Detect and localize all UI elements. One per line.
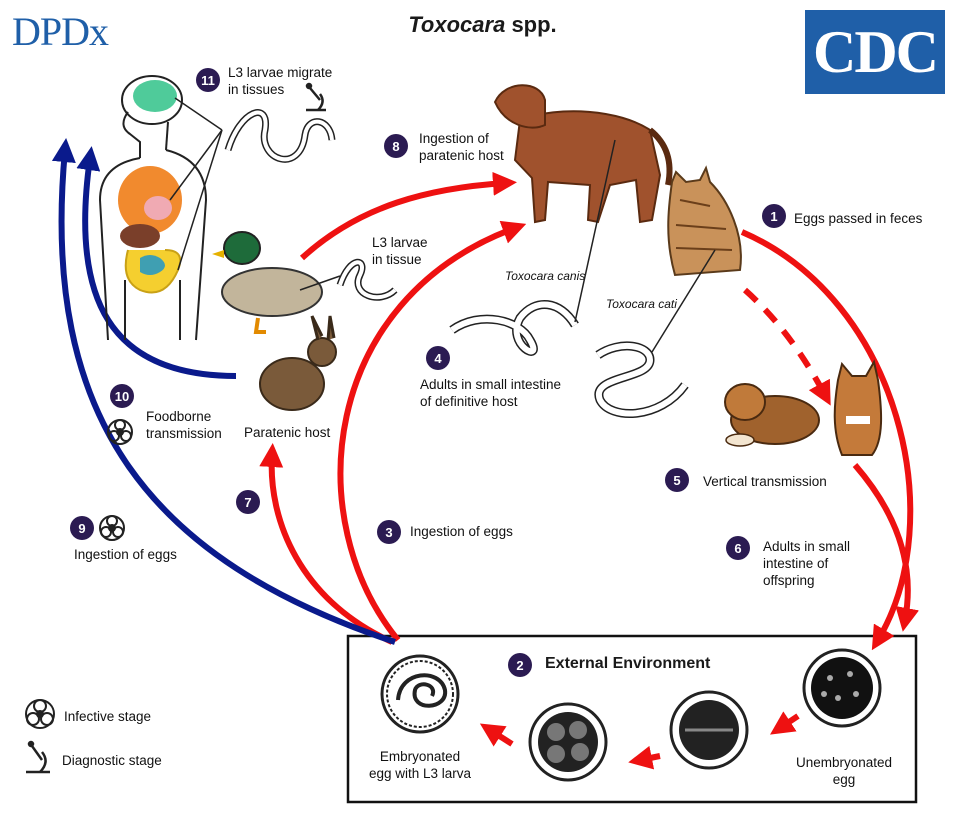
- arrow-step6-offspring-to-environment: [852, 463, 920, 632]
- egg-stage-2: [669, 690, 749, 770]
- arrow-egg-chain-2: [628, 745, 661, 770]
- cdc-logo: CDC: [805, 10, 945, 94]
- cat-illustration: [667, 165, 742, 277]
- embryonated-egg: [380, 654, 460, 734]
- page-title: Toxocara spp.: [408, 12, 557, 37]
- arrow-egg-chain-3: [479, 723, 514, 747]
- arrow-step7-to-paratenic-host: [259, 443, 394, 645]
- arrow-step8-ingestion-of-paratenic-host: [299, 171, 517, 261]
- step-1-label: Eggs passed in feces: [794, 211, 923, 226]
- arrow-vertical-transmission: [743, 287, 831, 406]
- human-brain: [133, 80, 177, 112]
- arrow-egg-chain-1: [770, 711, 800, 735]
- human-heart: [144, 196, 172, 220]
- dpdx-logo: DPDx: [12, 9, 109, 54]
- step-9-label: Ingestion of eggs: [74, 547, 177, 562]
- human-figure: [98, 75, 208, 341]
- rabbit-illustration: [259, 315, 337, 411]
- unembryonated-egg: [802, 648, 882, 728]
- step-5-label: Vertical transmission: [703, 474, 827, 489]
- arrow-step9-ingestion-of-eggs: [51, 138, 396, 645]
- toxocara-cati-label: Toxocara cati: [606, 297, 677, 311]
- biohazard-icon: [25, 699, 55, 729]
- step-3-badge: 3: [377, 520, 401, 544]
- step-10-badge: 10: [110, 384, 134, 408]
- cati-pointer: [651, 249, 716, 353]
- step-7-badge: 7: [236, 490, 260, 514]
- duck-illustration: [212, 231, 323, 334]
- step-1-badge: 1: [762, 204, 786, 228]
- toxocara-canis-label: Toxocara canis: [505, 269, 586, 283]
- paratenic-host-label: Paratenic host: [244, 425, 331, 440]
- puppy-illustration: [724, 383, 820, 447]
- microscope-icon: [305, 82, 326, 112]
- arrow-step10-foodborne: [76, 146, 237, 379]
- microscope-icon: [26, 740, 50, 774]
- step-9-badge: 9: [70, 516, 94, 540]
- dog-illustration: [493, 84, 673, 224]
- legend-infective-stage: Infective stage: [64, 709, 152, 724]
- human-liver: [120, 224, 160, 248]
- biohazard-icon: [107, 419, 133, 445]
- human-small-intestine: [140, 255, 165, 275]
- step-5-badge: 5: [665, 468, 689, 492]
- kitten-illustration: [833, 359, 883, 456]
- step-3-label: Ingestion of eggs: [410, 524, 513, 539]
- legend-diagnostic-stage: Diagnostic stage: [62, 753, 162, 768]
- step-8-badge: 8: [384, 134, 408, 158]
- egg-stage-3: [528, 702, 608, 782]
- step-4-badge: 4: [426, 346, 450, 370]
- canis-pointer: [574, 139, 616, 323]
- arrow-step1-eggs-to-environment: [740, 229, 914, 651]
- step-11-badge: 11: [196, 68, 220, 92]
- step-2-badge: 2: [508, 653, 532, 677]
- step-6-badge: 6: [726, 536, 750, 560]
- arrow-step3-ingestion-of-eggs: [337, 220, 527, 642]
- external-environment-box: [346, 634, 918, 804]
- external-environment-title: External Environment: [545, 655, 711, 672]
- tissue-pointer-lines: [169, 97, 223, 271]
- biohazard-icon: [99, 515, 125, 541]
- duck-tissue-pointer: [299, 275, 341, 291]
